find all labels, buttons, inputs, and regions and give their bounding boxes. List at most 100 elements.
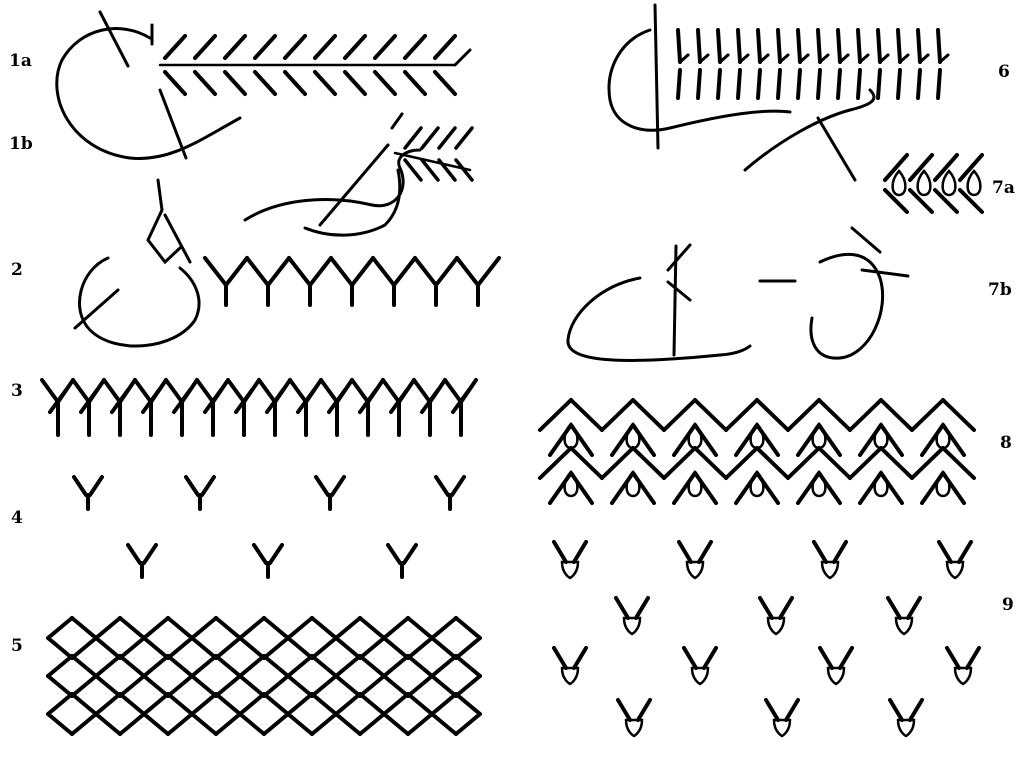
detached-loop [896,618,912,634]
lattice-stitch [312,656,336,676]
lattice-stitch [48,656,72,676]
lattice-stitch [96,714,120,734]
fern-stitch-upper [315,36,335,58]
lattice-stitch [288,656,312,676]
chevron-stitch [850,448,881,478]
chevron-stitch [943,448,974,478]
fern-stitch-upper [165,36,185,58]
chevron-stitch [695,448,726,478]
lattice-stitch [288,676,312,696]
lattice-stitch [144,656,168,676]
comb-stitch [678,30,680,62]
lattice-stitch [384,694,408,714]
comb-stitch [758,70,760,98]
zigzag-stitch [373,258,394,285]
detached-stitch [554,648,566,668]
lattice-stitch [456,694,480,714]
detached-stitch [820,648,832,668]
detached-stitch [618,700,630,720]
y-stitch [90,477,102,495]
lattice-stitch [120,676,144,696]
y-stitch [388,545,400,563]
y-stitch [254,545,266,563]
detached-stitch [834,542,846,562]
fern-stitch-lower [435,72,455,94]
herringbone-stitch [135,380,151,402]
y-stitch [270,545,282,563]
fern-stitch-upper [435,36,455,58]
lattice-stitch [96,656,120,676]
detached-stitch [679,542,691,562]
chevron-stitch [664,448,695,478]
lattice-stitch [384,714,408,734]
lattice-stitch [288,714,312,734]
chevron-stitch [602,400,633,430]
lattice-stitch [192,618,216,638]
figure-label-4: 4 [11,510,23,527]
lattice-stitch [48,618,72,638]
lattice-stitch [408,618,432,638]
lattice-stitch [384,638,408,658]
comb-stitch [858,30,860,62]
lattice-stitch [96,638,120,658]
lattice-stitch [336,656,360,676]
detached-loop [822,562,838,578]
lattice-stitch [432,638,456,658]
herringbone-stitch [290,380,306,402]
detached-loop [624,618,640,634]
lattice-stitch [96,676,120,696]
lattice-stitch [240,656,264,676]
zigzag-stitch [310,258,331,285]
herringbone-stitch [321,380,337,402]
chevron-stitch [850,400,881,430]
lattice-stitch [240,714,264,734]
figure-label-5: 5 [11,638,23,655]
zigzag-stitch [289,258,310,285]
lattice-stitch [168,656,192,676]
comb-stitch [818,70,820,98]
fern-stitch-lower [439,160,455,180]
comb-stitch [818,30,820,62]
detached-stitch [766,700,778,720]
lattice-stitch [168,694,192,714]
lattice-stitch [240,638,264,658]
lattice-stitch [144,618,168,638]
lattice-stitch [264,694,288,714]
lattice-stitch [240,676,264,696]
lattice-stitch [240,618,264,638]
herringbone-stitch [197,380,213,402]
fern-stitch-lower [255,72,275,94]
chevron-stitch [912,448,943,478]
comb-stitch [738,70,740,98]
lattice-stitch [192,714,216,734]
detached-stitch [574,648,586,668]
lattice-stitch [264,618,288,638]
chevron-stitch [757,448,788,478]
chevron-stitch [881,448,912,478]
chevron-stitch [540,448,571,478]
chevron-stitch [571,400,602,430]
detached-loop [626,720,642,736]
fern-stitch-lower [375,72,395,94]
zigzag-stitch [268,258,289,285]
lattice-stitch [336,714,360,734]
lattice-stitch [456,618,480,638]
y-stitch [404,545,416,563]
herringbone-stitch [104,380,120,402]
figure-label-7b: 7b [988,282,1012,299]
fern-stitch-lower [345,72,365,94]
herringbone-stitch [73,380,89,402]
lattice-stitch [384,676,408,696]
lattice-stitch [120,714,144,734]
y-stitch [436,477,448,495]
comb-stitch [878,70,880,98]
lattice-stitch [120,618,144,638]
lattice-stitch [456,714,480,734]
chevron-stitch [757,400,788,430]
lattice-stitch [456,676,480,696]
detached-stitch [636,598,648,618]
lattice-stitch [408,638,432,658]
detached-stitch [786,700,798,720]
herringbone-stitch [414,380,430,402]
chevron-stitch [819,400,850,430]
